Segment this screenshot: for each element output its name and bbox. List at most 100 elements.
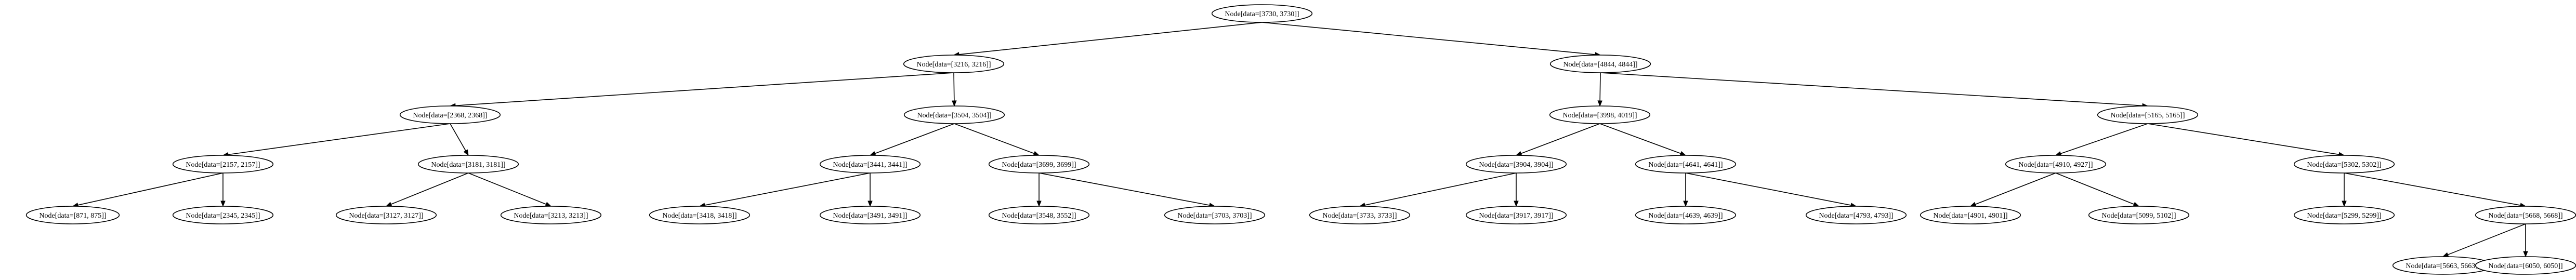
tree-node-5302-5302: Node[data=[5302, 5302]]: [2293, 155, 2395, 174]
tree-node-2157-2157: Node[data=[2157, 2157]]: [172, 155, 274, 174]
node-label: Node[data=[3733, 3733]]: [1322, 212, 1397, 220]
edge-line-3213-3213: [468, 172, 547, 205]
node-ellipse: [1309, 206, 1411, 224]
tree-node-3917-3917: Node[data=[3917, 3917]]: [1465, 206, 1567, 224]
node-label: Node[data=[5302, 5302]]: [2307, 161, 2381, 169]
tree-node-3127-3127: Node[data=[3127, 3127]]: [335, 206, 437, 224]
node-ellipse: [988, 206, 1090, 224]
node-ellipse: [819, 206, 921, 224]
node-ellipse: [2088, 206, 2190, 224]
edge-line-3441-3441: [875, 123, 955, 154]
tree-node-5165-5165: Node[data=[5165, 5165]]: [2097, 105, 2199, 124]
edge-line-4910-4927: [2060, 123, 2148, 154]
edge-arrowhead-3504-3504: [952, 100, 957, 107]
node-label: Node[data=[3917, 3917]]: [1479, 212, 1553, 220]
edge-line-5099-5102: [2055, 172, 2135, 205]
tree-node-871-875: Node[data=[871, 875]]: [25, 206, 120, 224]
node-ellipse: [1549, 55, 1651, 73]
edge-line-3733-3733: [1364, 172, 1517, 206]
node-ellipse: [1465, 155, 1567, 174]
node-label: Node[data=[4793, 4793]]: [1819, 212, 1893, 220]
edge-arrowhead-3181-3181: [463, 149, 469, 156]
edge-arrowhead-3213-3213: [545, 202, 552, 207]
node-label: Node[data=[2345, 2345]]: [186, 212, 260, 220]
tree-node-5663-5663: Node[data=[5663, 5663]]: [2392, 256, 2494, 275]
tree-node-3213-3213: Node[data=[3213, 3213]]: [500, 206, 602, 224]
tree-node-3491-3491: Node[data=[3491, 3491]]: [819, 206, 921, 224]
node-ellipse: [25, 206, 120, 224]
node-label: Node[data=[3213, 3213]]: [514, 212, 588, 220]
tree-node-4793-4793: Node[data=[4793, 4793]]: [1805, 206, 1907, 224]
node-label: Node[data=[6050, 6050]]: [2488, 262, 2562, 270]
edge-line-2368-2368: [455, 72, 954, 106]
node-label: Node[data=[3127, 3127]]: [349, 212, 423, 220]
edge-line-5663-5663: [2448, 223, 2526, 256]
node-label: Node[data=[5663, 5663]]: [2406, 262, 2480, 270]
edge-line-3904-3904: [1521, 123, 1600, 154]
edge-line-5165-5165: [1600, 72, 2143, 106]
node-label: Node[data=[3548, 3552]]: [1002, 212, 1076, 220]
node-label: Node[data=[3504, 3504]]: [917, 112, 991, 119]
tree-node-3733-3733: Node[data=[3733, 3733]]: [1309, 206, 1411, 224]
node-ellipse: [1635, 155, 1737, 174]
tree-node-2368-2368: Node[data=[2368, 2368]]: [399, 105, 501, 124]
edge-arrowhead-3917-3917: [1514, 201, 1519, 207]
edge-line-3418-3418: [704, 172, 871, 206]
tree-node-5299-5299: Node[data=[5299, 5299]]: [2293, 206, 2395, 224]
node-label: Node[data=[5099, 5102]]: [2101, 212, 2176, 220]
node-ellipse: [1549, 105, 1651, 124]
tree-node-3181-3181: Node[data=[3181, 3181]]: [417, 155, 519, 174]
node-label: Node[data=[5165, 5165]]: [2110, 112, 2185, 119]
edge-arrowhead-4901-4901: [1969, 202, 1977, 207]
node-label: Node[data=[3181, 3181]]: [431, 161, 505, 169]
node-ellipse: [2475, 256, 2576, 275]
node-label: Node[data=[2157, 2157]]: [186, 161, 260, 169]
edge-line-4844-4844: [1261, 22, 1596, 55]
tree-node-3703-3703: Node[data=[3703, 3703]]: [1164, 206, 1266, 224]
edge-line-871-875: [77, 172, 224, 206]
edge-arrowhead-3548-3552: [1036, 201, 1042, 207]
node-ellipse: [2097, 105, 2199, 124]
edge-arrowhead-5663-5663: [2442, 252, 2449, 257]
nodes-layer: Node[data=[3730, 3730]]Node[data=[3216, …: [25, 4, 2576, 275]
edge-arrowhead-3699-3699: [1033, 151, 1040, 156]
tree-node-3998-4019: Node[data=[3998, 4019]]: [1549, 105, 1651, 124]
node-ellipse: [2293, 206, 2395, 224]
edge-arrowhead-3441-3441: [869, 151, 876, 156]
node-label: Node[data=[5299, 5299]]: [2307, 212, 2381, 220]
node-label: Node[data=[4844, 4844]]: [1563, 61, 1637, 69]
edge-arrowhead-6050-6050: [2523, 251, 2528, 258]
node-ellipse: [172, 206, 274, 224]
tree-node-3418-3418: Node[data=[3418, 3418]]: [649, 206, 751, 224]
tree-node-6050-6050: Node[data=[6050, 6050]]: [2475, 256, 2576, 275]
node-ellipse: [172, 155, 274, 174]
node-ellipse: [2293, 155, 2395, 174]
node-label: Node[data=[4901, 4901]]: [1933, 212, 2007, 220]
tree-node-3441-3441: Node[data=[3441, 3441]]: [819, 155, 921, 174]
node-ellipse: [903, 55, 1005, 73]
edge-line-2157-2157: [228, 123, 451, 155]
tree-node-4910-4927: Node[data=[4910, 4927]]: [2005, 155, 2107, 174]
tree-node-4901-4901: Node[data=[4901, 4901]]: [1920, 206, 2021, 224]
edge-line-3181-3181: [450, 123, 466, 151]
edge-arrowhead-3127-3127: [385, 202, 392, 207]
tree-node-3216-3216: Node[data=[3216, 3216]]: [903, 55, 1005, 73]
edge-line-3127-3127: [390, 172, 469, 205]
node-ellipse: [335, 206, 437, 224]
node-ellipse: [2475, 206, 2576, 224]
node-ellipse: [903, 105, 1005, 124]
edge-arrowhead-4641-4641: [1679, 151, 1687, 156]
edge-line-3216-3216: [958, 22, 1263, 55]
edge-line-4641-4641: [1599, 123, 1681, 154]
node-ellipse: [1920, 206, 2021, 224]
node-label: Node[data=[4639, 4639]]: [1648, 212, 1723, 220]
node-ellipse: [1805, 206, 1907, 224]
node-label: Node[data=[2368, 2368]]: [413, 112, 487, 119]
tree-node-2345-2345: Node[data=[2345, 2345]]: [172, 206, 274, 224]
edges-layer: [72, 22, 2528, 258]
node-label: Node[data=[3699, 3699]]: [1002, 161, 1076, 169]
node-ellipse: [1635, 206, 1737, 224]
node-label: Node[data=[3904, 3904]]: [1479, 161, 1553, 169]
tree-node-3504-3504: Node[data=[3504, 3504]]: [903, 105, 1005, 124]
